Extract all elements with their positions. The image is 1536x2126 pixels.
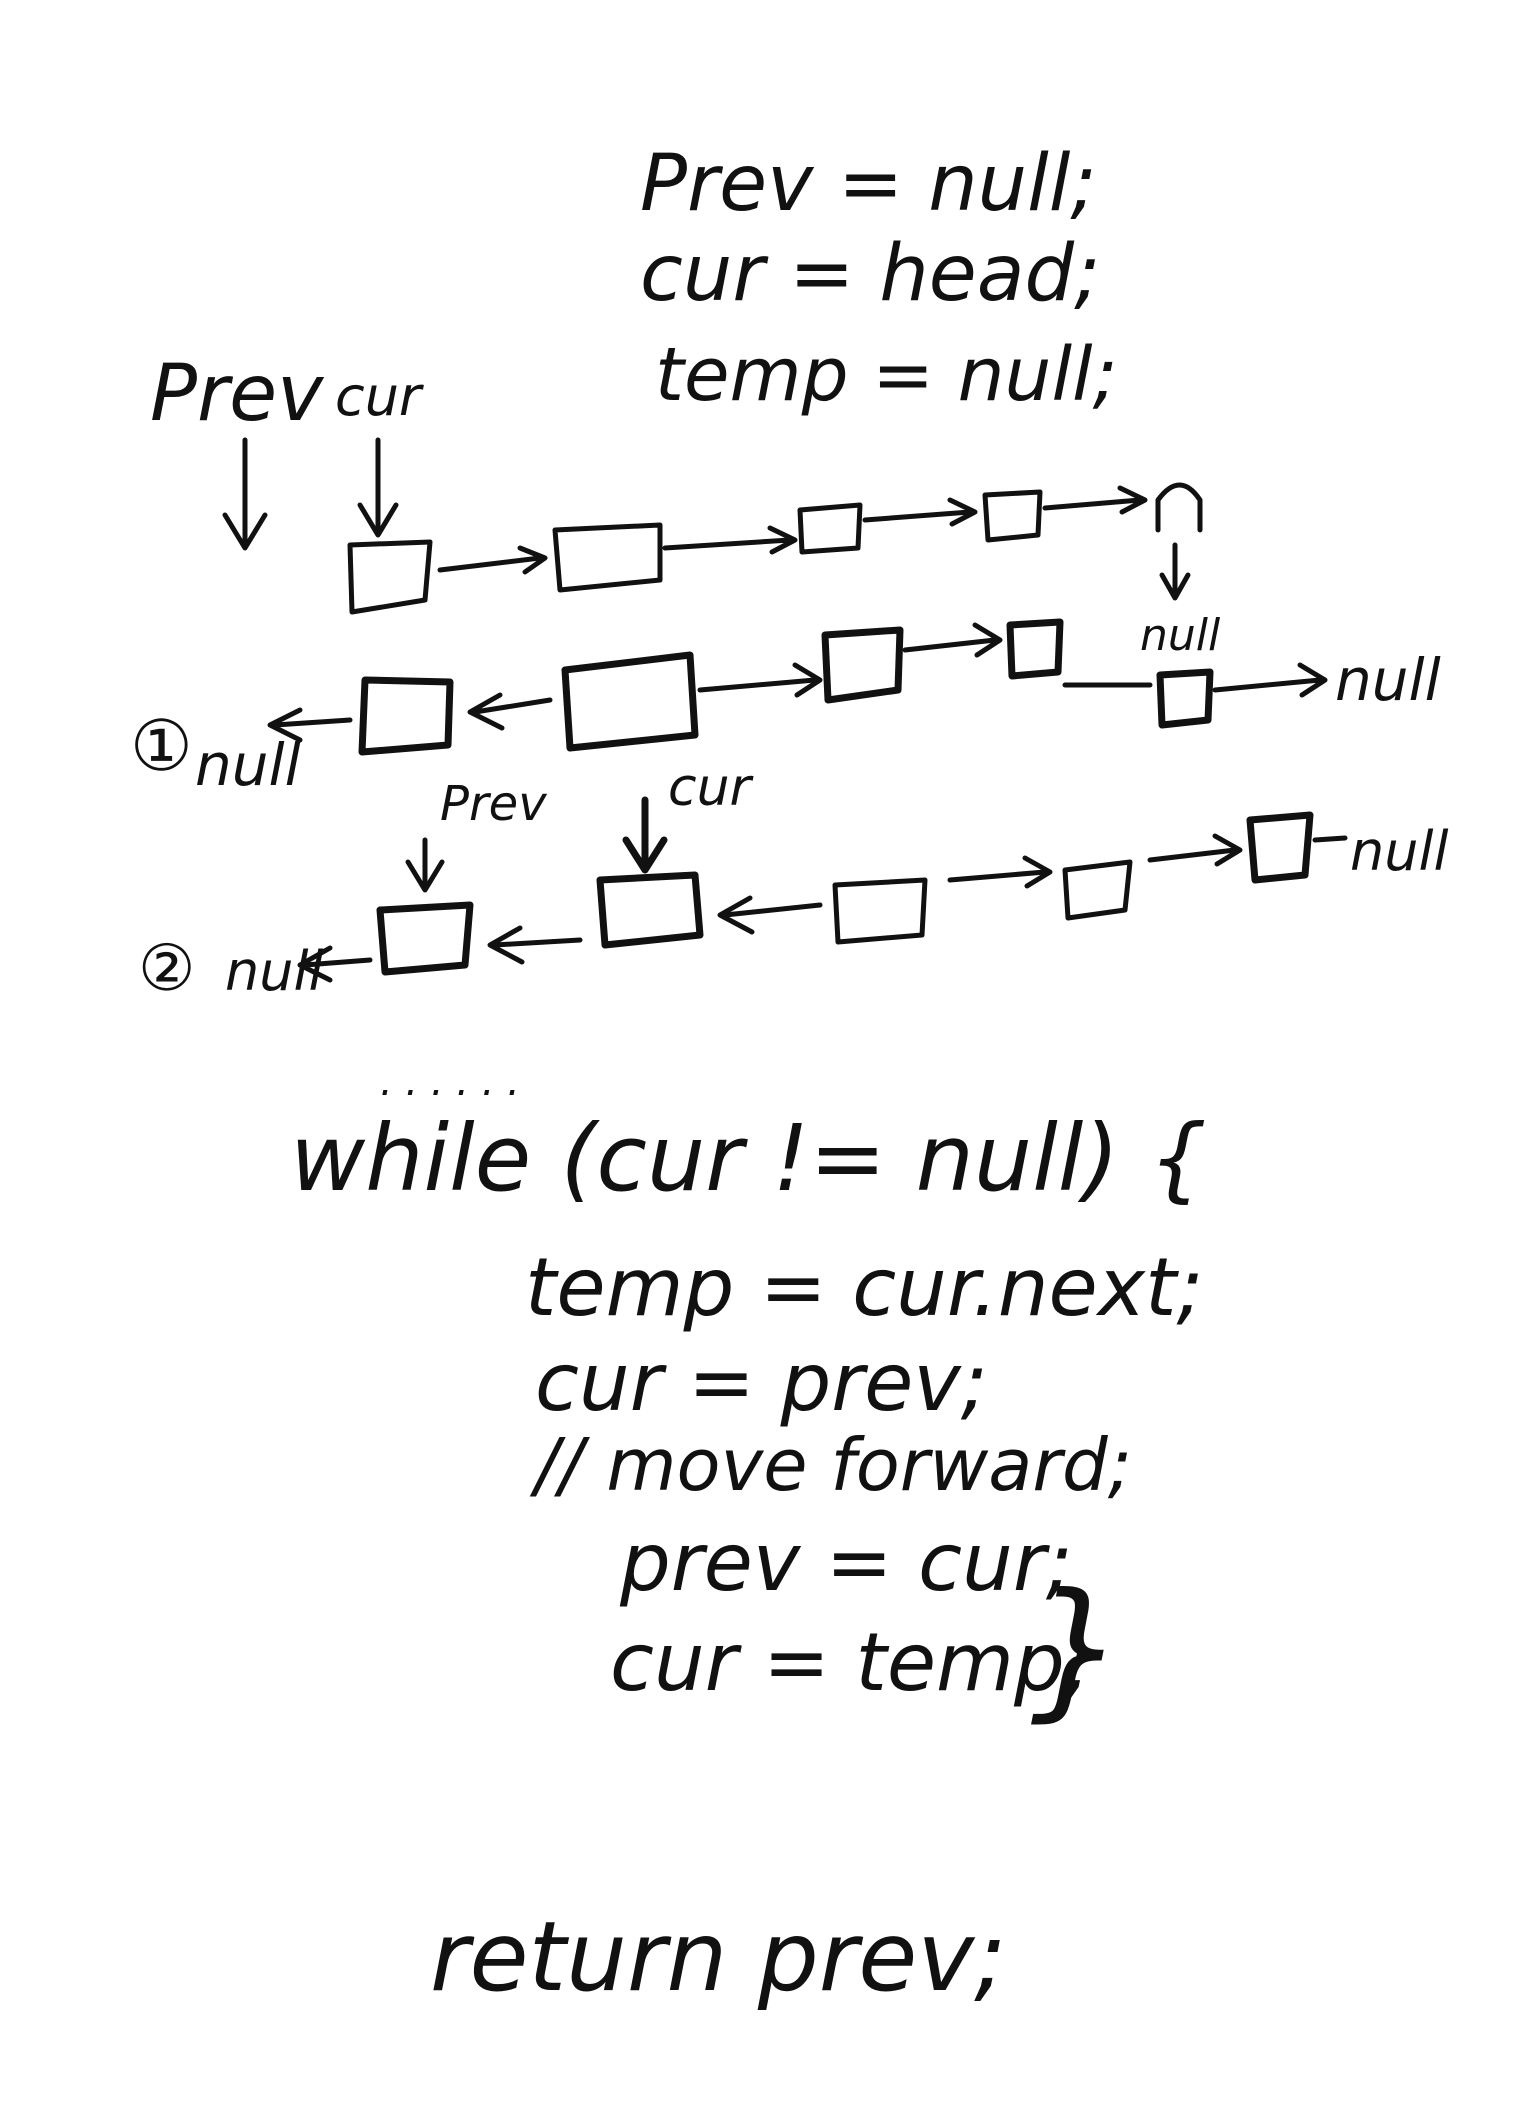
node-row2-2 <box>596 871 704 949</box>
node-initial-2 <box>552 522 663 593</box>
node-row1-3 <box>821 626 904 704</box>
label-prev-top: Prev <box>150 349 325 439</box>
node-initial-1 <box>347 539 433 615</box>
loop-header: while (cur != null) { <box>290 1105 1207 1212</box>
arrow-down-cur-row2 <box>622 796 668 874</box>
loop-line-cur-prev: cur = prev; <box>535 1336 988 1429</box>
label-row1-right-null: null <box>1335 646 1441 714</box>
label-row2-left-null: null <box>225 940 323 1003</box>
arrow-initial-2 <box>662 525 798 555</box>
arrow-initial-4 <box>1042 485 1148 515</box>
arrow-down-prev-top <box>222 437 268 551</box>
arrow-row1-back-1 <box>267 707 353 743</box>
loop-line-comment: // move forward; <box>529 1423 1132 1507</box>
arrow-row2-fwd-2 <box>1147 833 1243 867</box>
arrow-row2-back-1 <box>297 945 373 983</box>
label-cur-top: cur <box>335 365 424 428</box>
marker-row-2: ② <box>138 932 195 1006</box>
loop-line-temp: temp = cur.next; <box>525 1241 1203 1334</box>
arrow-initial-3 <box>862 497 978 527</box>
init-line-cur: cur = head; <box>640 229 1100 319</box>
arrow-row1-fwd-4 <box>1212 662 1328 698</box>
loop-close-brace: } <box>1030 1562 1125 1736</box>
return-statement: return prev; <box>430 1901 1006 2013</box>
node-row1-5 <box>1156 668 1214 729</box>
marker-row-1: ① <box>130 705 193 787</box>
node-initial-5 <box>1155 482 1203 533</box>
arrow-row2-back-3 <box>717 895 823 935</box>
arrow-initial-tail <box>1159 542 1191 601</box>
initial-list-row: null <box>347 482 1221 661</box>
arrow-row1-fwd-2 <box>902 622 1003 658</box>
arrow-row2-fwd-3 <box>1312 835 1348 843</box>
node-row1-4 <box>1006 618 1064 680</box>
label-row1-left-null: null <box>195 731 301 799</box>
row-1: ① null null <box>130 618 1441 799</box>
ellipsis: . . . . . . <box>380 1059 520 1105</box>
node-row1-2 <box>561 651 699 752</box>
arrow-row2-back-2 <box>487 925 583 965</box>
loop-code-block: while (cur != null) { temp = cur.next; c… <box>290 1105 1207 1736</box>
arrow-initial-1 <box>437 545 548 575</box>
arrow-row1-back-2 <box>467 692 553 731</box>
row-2: ② null null <box>138 811 1448 1006</box>
init-line-prev: Prev = null; <box>640 139 1097 229</box>
loop-line-prev-cur: prev = cur; <box>619 1516 1073 1609</box>
arrow-down-prev-row2 <box>405 837 445 893</box>
init-line-temp: temp = null; <box>655 332 1118 418</box>
node-initial-3 <box>797 502 863 555</box>
label-tail-null: null <box>1140 610 1221 661</box>
node-row2-5 <box>1246 811 1314 884</box>
label-prev-row2: Prev <box>440 776 547 832</box>
node-row2-3 <box>832 877 928 945</box>
node-initial-4 <box>982 489 1043 543</box>
label-cur-row2: cur <box>668 758 755 818</box>
node-row2-4 <box>1062 859 1133 921</box>
init-code-block: Prev = null; cur = head; temp = null; <box>640 139 1118 418</box>
loop-line-cur-temp: cur = temp; <box>610 1616 1092 1709</box>
arrow-down-cur-top <box>357 437 399 538</box>
arrow-row2-fwd-1 <box>947 855 1053 889</box>
label-row2-right-null: null <box>1350 820 1448 883</box>
node-row2-1 <box>376 901 474 976</box>
arrow-row1-fwd-1 <box>697 662 823 698</box>
node-row1-1 <box>358 676 454 756</box>
